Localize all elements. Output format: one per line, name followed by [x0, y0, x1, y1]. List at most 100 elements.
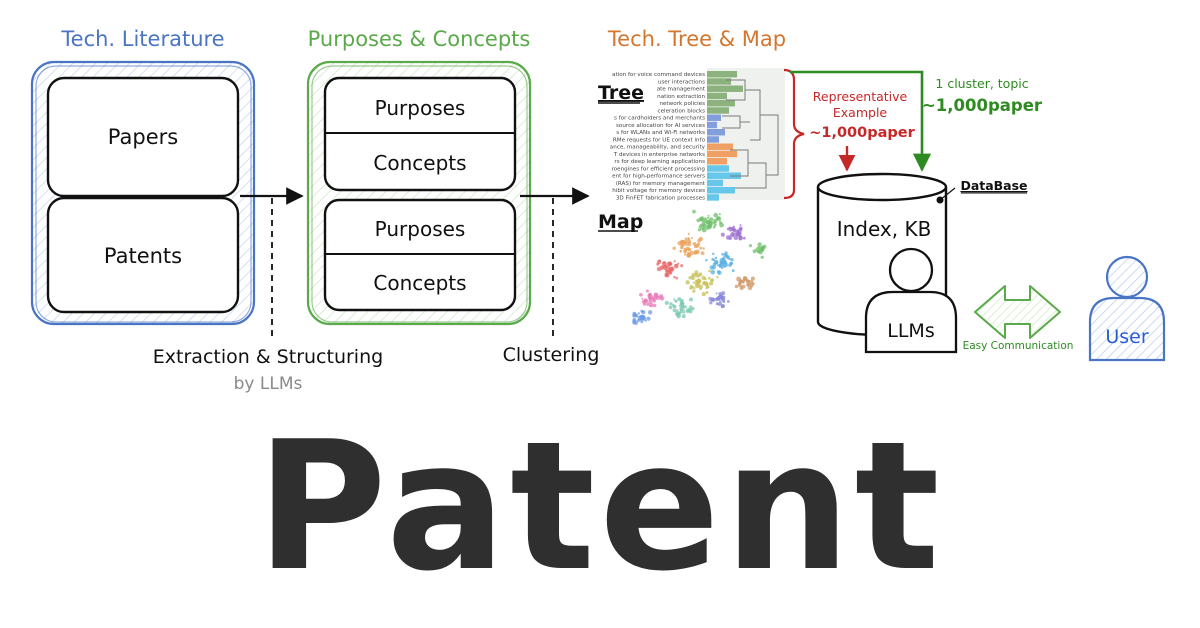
map-point — [676, 314, 681, 319]
map-point — [674, 263, 678, 267]
tree-leaf-bar — [707, 172, 741, 179]
map-point — [695, 249, 700, 255]
map-point — [697, 238, 702, 243]
map-point — [723, 253, 728, 258]
map-point — [739, 224, 742, 227]
map-point — [705, 258, 708, 262]
map-point — [738, 226, 743, 231]
map-point — [692, 242, 697, 246]
map-point — [704, 277, 707, 281]
map-point — [641, 310, 646, 315]
tree-leaf-bar — [707, 179, 723, 187]
map-point — [689, 250, 695, 256]
map-point — [674, 312, 679, 316]
map-point — [734, 284, 739, 289]
purposes-label-2: Purposes — [375, 217, 466, 241]
map-point — [692, 289, 696, 293]
map-point — [714, 256, 718, 260]
map-point — [708, 217, 714, 222]
map-point — [679, 310, 683, 314]
map-point — [692, 281, 696, 284]
map-point — [675, 300, 678, 303]
map-point — [664, 272, 669, 277]
map-point — [742, 236, 746, 240]
tree-map-title: Tech. Tree & Map — [607, 27, 786, 51]
map-point — [688, 275, 692, 280]
map-point — [759, 245, 765, 251]
tree-leaf-label: user interactions — [658, 79, 705, 85]
map-point — [720, 261, 724, 265]
map-point — [672, 246, 676, 250]
map-point — [749, 279, 754, 284]
map-point — [728, 226, 731, 229]
map-point — [659, 296, 665, 301]
map-point — [718, 213, 721, 216]
database-label: DataBase — [960, 178, 1027, 193]
map-point — [641, 297, 644, 300]
map-point — [738, 237, 742, 241]
patent-title: Patent — [256, 403, 944, 610]
llms-figure — [864, 247, 958, 354]
map-point — [683, 247, 688, 252]
map-point — [700, 251, 705, 256]
map-point — [656, 266, 662, 272]
tree-leaf-label: nation extraction — [657, 94, 705, 100]
map-point — [716, 275, 719, 279]
map-point — [632, 313, 636, 318]
purposes-label-1: Purposes — [375, 96, 466, 120]
map-point — [705, 286, 708, 290]
map-point — [713, 223, 717, 227]
map-point — [673, 275, 676, 279]
map-point — [637, 312, 640, 315]
extraction-label: Extraction & Structuring — [153, 346, 383, 368]
map-point — [695, 283, 700, 289]
map-point — [696, 218, 701, 223]
map-point — [741, 280, 745, 284]
tree-leaf-label: T devices in enterprise networks — [613, 152, 705, 158]
tree-leaf-label: source allocation for AI services — [616, 123, 705, 129]
patents-box — [46, 196, 240, 314]
map-point — [718, 292, 723, 297]
map-point — [729, 234, 732, 237]
map-point — [723, 262, 729, 268]
map-point — [738, 280, 743, 285]
map-point — [720, 305, 723, 308]
tree-label: Tree — [598, 82, 644, 104]
map-point — [664, 300, 669, 306]
tree-leaf-label: rs for deep learning applications — [614, 159, 705, 165]
map-point — [675, 276, 679, 280]
map-point — [656, 262, 660, 266]
map-point — [708, 281, 714, 286]
map-point — [706, 224, 711, 229]
map-point — [700, 216, 704, 220]
map-point — [643, 298, 648, 303]
map-point — [747, 283, 750, 286]
map-point — [703, 217, 708, 221]
literature-group: Papers Patents — [30, 60, 256, 326]
easy-communication-arrow-icon — [974, 285, 1061, 339]
map-point — [661, 261, 667, 266]
map-point — [731, 269, 735, 273]
map-point — [692, 209, 696, 214]
map-point — [711, 252, 715, 256]
map-point — [646, 316, 651, 321]
map-point — [745, 279, 750, 283]
map-point — [701, 227, 707, 233]
patents-label: Patents — [104, 244, 182, 268]
tree-leaf-label: s for cardholders and merchants — [614, 116, 705, 122]
map-point — [702, 247, 705, 250]
map-point — [647, 310, 653, 315]
tree-leaf-label: RMe requests for UE context info — [613, 137, 706, 143]
map-point — [729, 261, 734, 266]
map-point — [741, 284, 746, 289]
map-point — [736, 230, 741, 236]
map-point — [719, 222, 724, 228]
representative-label-2: Example — [833, 105, 888, 120]
map-point — [738, 283, 742, 288]
map-point — [715, 217, 718, 221]
map-point — [685, 280, 690, 285]
map-point — [687, 232, 690, 236]
map-point — [750, 276, 755, 281]
cluster-count: ~1,000paper — [922, 96, 1043, 115]
